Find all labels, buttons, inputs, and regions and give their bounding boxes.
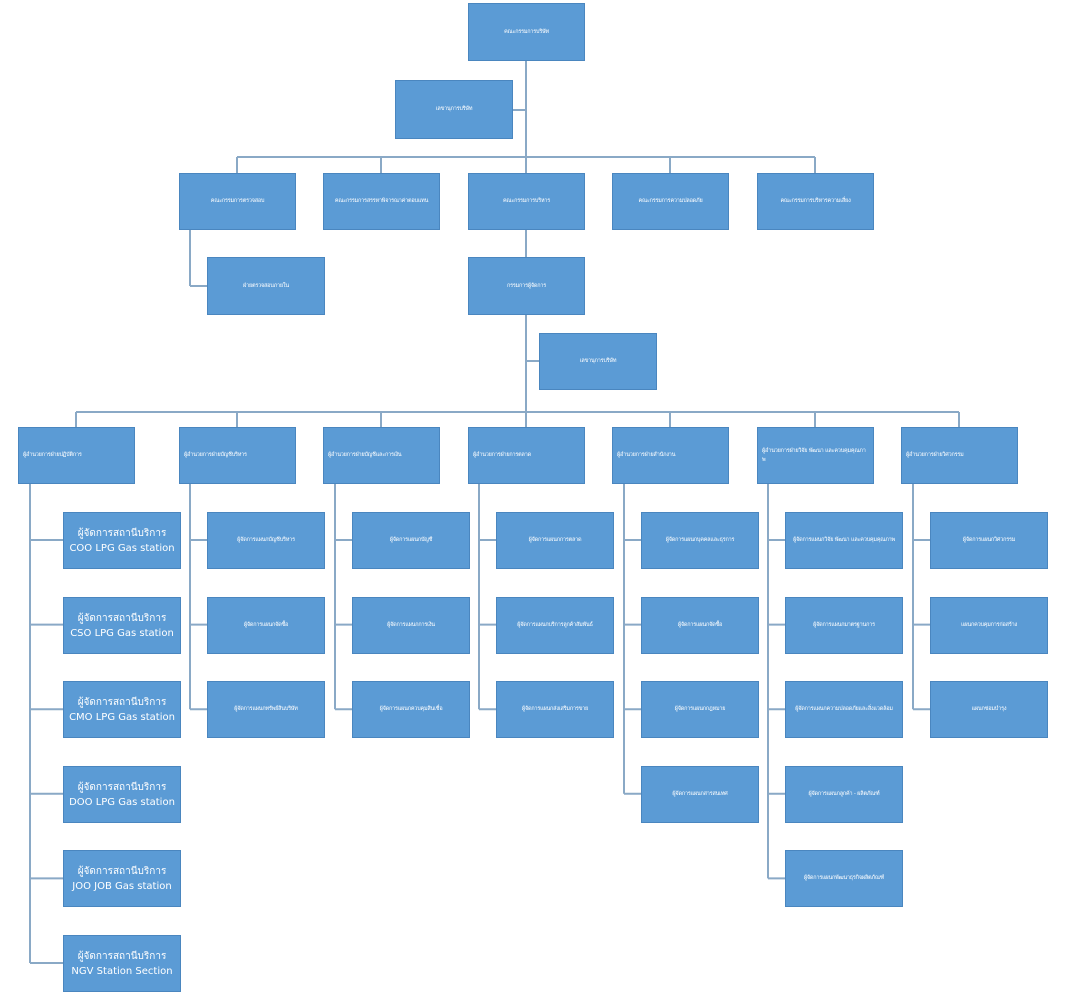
managing-director-box: กรรมการผู้จัดการ xyxy=(468,257,585,315)
unit-box: ผู้จัดการแผนกบัญชีบริหาร xyxy=(207,512,325,569)
unit-label: ผู้จัดการแผนกพัฒนาธุรกิจผลิตภัณฑ์ xyxy=(803,875,885,881)
unit-box: แผนกควบคุมการก่อสร้าง xyxy=(930,597,1048,654)
internal-audit-box: ฝ่ายตรวจสอบภายใน xyxy=(207,257,325,315)
unit-label: ผู้จัดการสถานีบริการ DOO LPG Gas station xyxy=(69,781,175,808)
division-accounting-finance-box: ผู้อำนวยการฝ่ายบัญชีและการเงิน xyxy=(323,427,440,484)
board-secretary-box: เลขานุการบริษัท xyxy=(395,80,513,139)
division-research-quality-box: ผู้อำนวยการฝ่ายวิจัย พัฒนา และควบคุมคุณภ… xyxy=(757,427,874,484)
committee-label: คณะกรรมการสรรหาพิจารณาค่าตอบแทน xyxy=(334,198,429,204)
committee-executive-box: คณะกรรมการบริหาร xyxy=(468,173,585,230)
unit-label: ผู้จัดการสถานีบริการ COO LPG Gas station xyxy=(69,527,175,554)
unit-box: ผู้จัดการแผนกควบคุมสินเชื่อ xyxy=(352,681,470,738)
managing-director-label: กรรมการผู้จัดการ xyxy=(506,282,547,289)
unit-label: ผู้จัดการแผนกการเงิน xyxy=(387,622,435,628)
internal-audit-label: ฝ่ายตรวจสอบภายใน xyxy=(243,282,289,289)
division-label: ผู้อำนวยการฝ่ายปฏิบัติการ xyxy=(23,452,82,458)
unit-label: ผู้จัดการแผนกบัญชีบริหาร xyxy=(237,537,295,543)
unit-box: ผู้จัดการแผนกการเงิน xyxy=(352,597,470,654)
division-engineering-box: ผู้อำนวยการฝ่ายวิศวกรรม xyxy=(901,427,1018,484)
unit-label: ผู้จัดการแผนกบัญชี xyxy=(389,537,433,543)
division-office-box: ผู้อำนวยการฝ่ายสำนักงาน xyxy=(612,427,729,484)
committee-label: คณะกรรมการบริหาร xyxy=(502,198,551,204)
division-label: ผู้อำนวยการฝ่ายวิจัย พัฒนา และควบคุมคุณภ… xyxy=(762,447,866,463)
unit-label: ผู้จัดการแผนกควบคุมสินเชื่อ xyxy=(379,706,443,712)
unit-label: แผนกควบคุมการก่อสร้าง xyxy=(961,622,1017,628)
unit-label: ผู้จัดการแผนกส่งเสริมการขาย xyxy=(521,706,589,712)
unit-box: ผู้จัดการแผนกสารสนเทศ xyxy=(641,766,759,823)
unit-label: ผู้จัดการแผนกการตลาด xyxy=(528,537,582,543)
unit-box: ผู้จัดการแผนกกฎหมาย xyxy=(641,681,759,738)
unit-box: ผู้จัดการแผนกพัฒนาธุรกิจผลิตภัณฑ์ xyxy=(785,850,903,907)
unit-label: ผู้จัดการแผนกบุคคลและธุรการ xyxy=(665,537,735,543)
unit-label: ผู้จัดการแผนกความปลอดภัยและสิ่งแวดล้อม xyxy=(795,706,893,712)
division-marketing-box: ผู้อำนวยการฝ่ายการตลาด xyxy=(468,427,585,484)
board-label: คณะกรรมการบริษัท xyxy=(504,28,549,35)
unit-box: ผู้จัดการสถานีบริการ JOO JOB Gas station xyxy=(63,850,181,907)
unit-box: ผู้จัดการสถานีบริการ DOO LPG Gas station xyxy=(63,766,181,823)
unit-label: ผู้จัดการแผนกทรัพย์สินบริษัท xyxy=(234,706,298,712)
unit-label: ผู้จัดการแผนกสารสนเทศ xyxy=(672,791,728,797)
unit-box: ผู้จัดการแผนกการตลาด xyxy=(496,512,614,569)
unit-box: ผู้จัดการแผนกบุคคลและธุรการ xyxy=(641,512,759,569)
committee-risk-box: คณะกรรมการบริหารความเสี่ยง xyxy=(757,173,874,230)
unit-label: ผู้จัดการสถานีบริการ CMO LPG Gas station xyxy=(69,696,175,723)
unit-label: แผนกซ่อมบำรุง xyxy=(971,706,1007,712)
unit-box: ผู้จัดการสถานีบริการ NGV Station Section xyxy=(63,935,181,992)
committee-audit-box: คณะกรรมการตรวจสอบ xyxy=(179,173,296,230)
unit-label: ผู้จัดการแผนกจัดซื้อ xyxy=(243,622,289,628)
unit-box: ผู้จัดการแผนกวิจัย พัฒนา และควบคุมคุณภาพ xyxy=(785,512,903,569)
division-label: ผู้อำนวยการฝ่ายสำนักงาน xyxy=(617,452,676,458)
unit-box: ผู้จัดการแผนกมาตรฐานการ xyxy=(785,597,903,654)
unit-label: ผู้จัดการแผนกลูกค้า - ผลิตภัณฑ์ xyxy=(808,791,880,797)
company-secretary-label: เลขานุการบริษัท xyxy=(579,358,617,364)
unit-box: ผู้จัดการสถานีบริการ CSO LPG Gas station xyxy=(63,597,181,654)
unit-box: แผนกซ่อมบำรุง xyxy=(930,681,1048,738)
committee-label: คณะกรรมการตรวจสอบ xyxy=(210,198,265,204)
unit-box: ผู้จัดการแผนกลูกค้า - ผลิตภัณฑ์ xyxy=(785,766,903,823)
unit-box: ผู้จัดการแผนกจัดซื้อ xyxy=(641,597,759,654)
committee-safety-box: คณะกรรมการความปลอดภัย xyxy=(612,173,729,230)
unit-box: ผู้จัดการแผนกจัดซื้อ xyxy=(207,597,325,654)
unit-box: ผู้จัดการสถานีบริการ CMO LPG Gas station xyxy=(63,681,181,738)
unit-box: ผู้จัดการแผนกทรัพย์สินบริษัท xyxy=(207,681,325,738)
unit-label: ผู้จัดการแผนกมาตรฐานการ xyxy=(813,622,875,628)
division-operations-box: ผู้อำนวยการฝ่ายปฏิบัติการ xyxy=(18,427,135,484)
unit-box: ผู้จัดการสถานีบริการ COO LPG Gas station xyxy=(63,512,181,569)
board-box: คณะกรรมการบริษัท xyxy=(468,3,585,61)
division-label: ผู้อำนวยการฝ่ายบัญชีและการเงิน xyxy=(328,452,402,458)
unit-box: ผู้จัดการแผนกวิศวกรรม xyxy=(930,512,1048,569)
unit-label: ผู้จัดการแผนกวิศวกรรม xyxy=(962,537,1016,543)
unit-box: ผู้จัดการแผนกส่งเสริมการขาย xyxy=(496,681,614,738)
unit-box: ผู้จัดการแผนกบริการลูกค้าสัมพันธ์ xyxy=(496,597,614,654)
unit-label: ผู้จัดการแผนกวิจัย พัฒนา และควบคุมคุณภาพ xyxy=(793,537,895,543)
unit-box: ผู้จัดการแผนกบัญชี xyxy=(352,512,470,569)
committee-nomination-box: คณะกรรมการสรรหาพิจารณาค่าตอบแทน xyxy=(323,173,440,230)
committee-label: คณะกรรมการความปลอดภัย xyxy=(638,198,703,204)
division-label: ผู้อำนวยการฝ่ายการตลาด xyxy=(473,452,531,458)
division-label: ผู้อำนวยการฝ่ายบัญชีบริหาร xyxy=(184,452,247,458)
unit-label: ผู้จัดการแผนกกฎหมาย xyxy=(674,706,726,712)
unit-label: ผู้จัดการแผนกจัดซื้อ xyxy=(677,622,723,628)
division-management-accounting-box: ผู้อำนวยการฝ่ายบัญชีบริหาร xyxy=(179,427,296,484)
unit-label: ผู้จัดการแผนกบริการลูกค้าสัมพันธ์ xyxy=(517,622,593,628)
unit-label: ผู้จัดการสถานีบริการ JOO JOB Gas station xyxy=(72,865,172,892)
unit-box: ผู้จัดการแผนกความปลอดภัยและสิ่งแวดล้อม xyxy=(785,681,903,738)
unit-label: ผู้จัดการสถานีบริการ CSO LPG Gas station xyxy=(70,612,174,639)
board-secretary-label: เลขานุการบริษัท xyxy=(435,106,473,112)
division-label: ผู้อำนวยการฝ่ายวิศวกรรม xyxy=(906,452,964,458)
unit-label: ผู้จัดการสถานีบริการ NGV Station Section xyxy=(71,950,173,977)
committee-label: คณะกรรมการบริหารความเสี่ยง xyxy=(780,198,851,204)
company-secretary-box: เลขานุการบริษัท xyxy=(539,333,657,390)
